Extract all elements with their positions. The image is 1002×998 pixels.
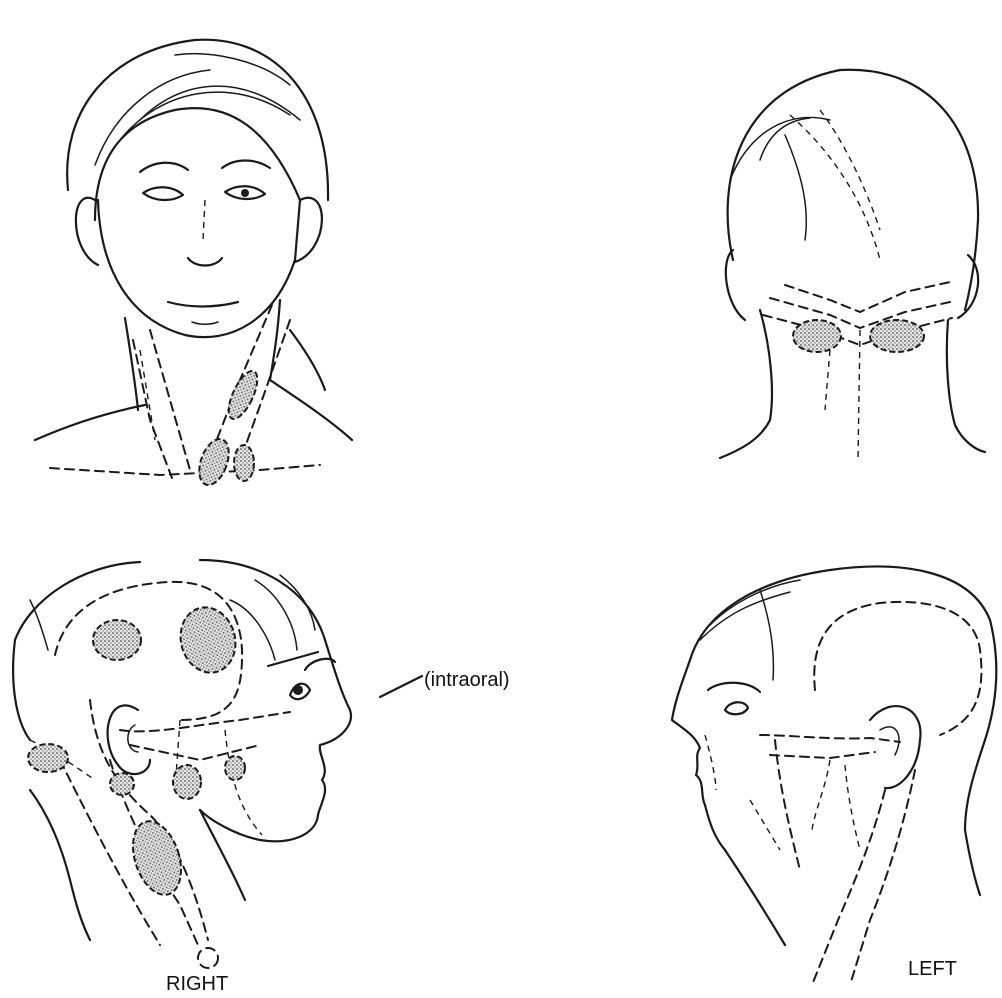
head-front-view <box>35 40 352 489</box>
head-back-view <box>720 70 985 460</box>
left-side-label: LEFT <box>908 958 957 980</box>
intraoral-label: (intraoral) <box>424 669 510 691</box>
right-side-label: RIGHT <box>166 973 228 995</box>
head-right-lateral-view <box>13 560 422 968</box>
head-left-lateral-view <box>672 567 996 985</box>
